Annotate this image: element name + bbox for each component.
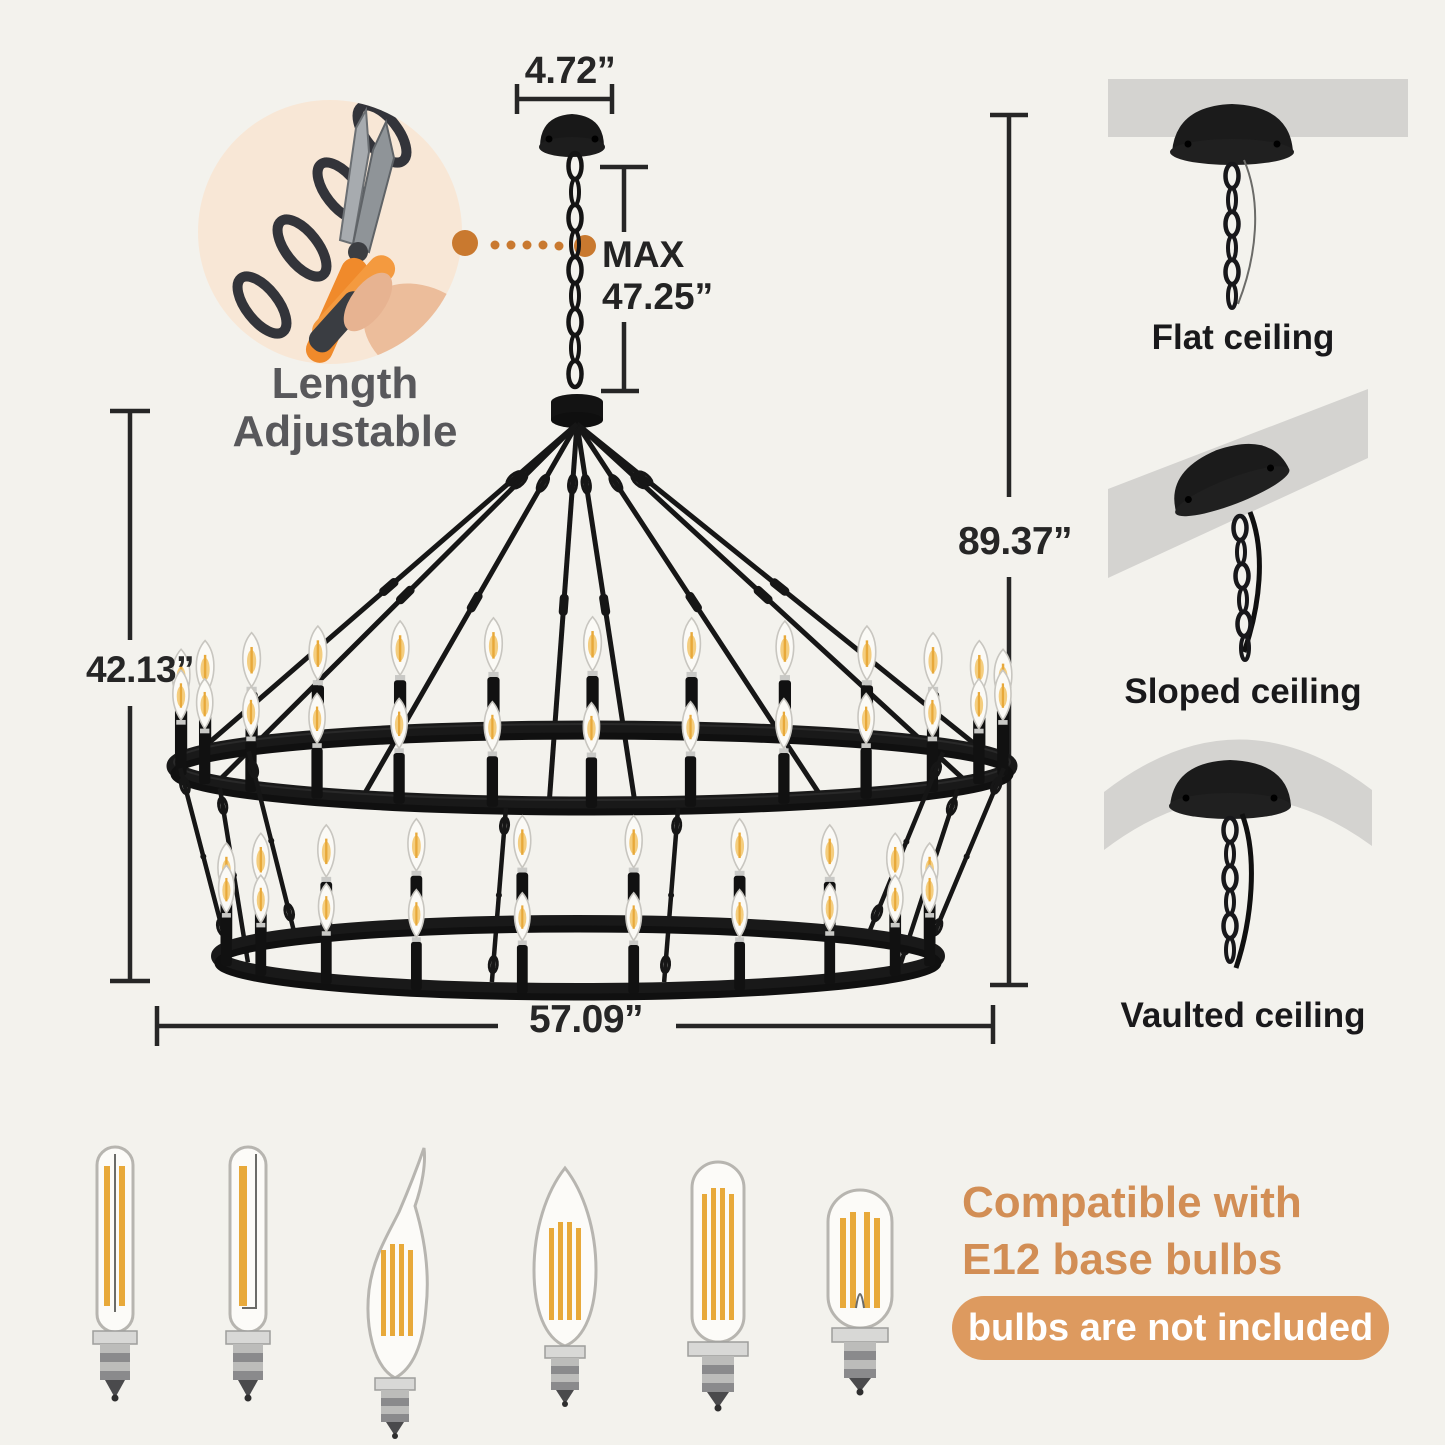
- vaulted-canopy-icon: [1169, 760, 1291, 819]
- chandelier: [166, 114, 1018, 1001]
- pliers-icon: [305, 106, 396, 363]
- bulbs-not-included-badge: bulbs are not included: [952, 1296, 1389, 1360]
- dim-overall-height: 89.37”: [957, 520, 1073, 563]
- dimension-lines: [110, 84, 1028, 1046]
- length-adjustable-label: Length Adjustable: [232, 359, 458, 457]
- bulb-t8-tube-icon: [687, 1160, 749, 1412]
- bulb-t7-mini-icon: [826, 1188, 894, 1396]
- label-vaulted-ceiling: Vaulted ceiling: [1120, 996, 1366, 1035]
- ceiling-sloped: [1108, 389, 1368, 662]
- main-chain: [566, 150, 584, 390]
- label-sloped-ceiling: Sloped ceiling: [1124, 672, 1362, 711]
- label-flat-ceiling: Flat ceiling: [1151, 318, 1335, 357]
- sloped-canopy-icon: [1174, 443, 1290, 517]
- flat-canopy-icon: [1170, 104, 1294, 310]
- dim-fixture-width: 57.09”: [528, 998, 644, 1041]
- bulb-torpedo-icon: [532, 1165, 598, 1407]
- dim-canopy-width: 4.72”: [524, 50, 616, 92]
- bulb-flame-tip-icon: [366, 1147, 429, 1439]
- dim-max-chain: MAX 47.25”: [602, 234, 713, 318]
- ceiling-vaulted: [1104, 739, 1372, 969]
- upper-ring-front-candles: [172, 668, 1012, 808]
- length-adjustable-inset: [198, 100, 596, 364]
- lower-ring: [211, 915, 945, 1001]
- bulb-t6-double-icon: [92, 1145, 138, 1402]
- dim-fixture-height: 42.13”: [85, 649, 195, 690]
- hub: [551, 394, 603, 428]
- max-value: 47.25”: [602, 276, 714, 318]
- lower-ring-front-candles: [217, 864, 939, 994]
- bulb-t6-single-icon: [225, 1145, 271, 1402]
- canopy: [539, 114, 605, 157]
- ceiling-flat: [1108, 79, 1408, 310]
- compatibility-title: Compatible with E12 base bulbs: [962, 1178, 1302, 1285]
- max-label: MAX: [602, 234, 685, 275]
